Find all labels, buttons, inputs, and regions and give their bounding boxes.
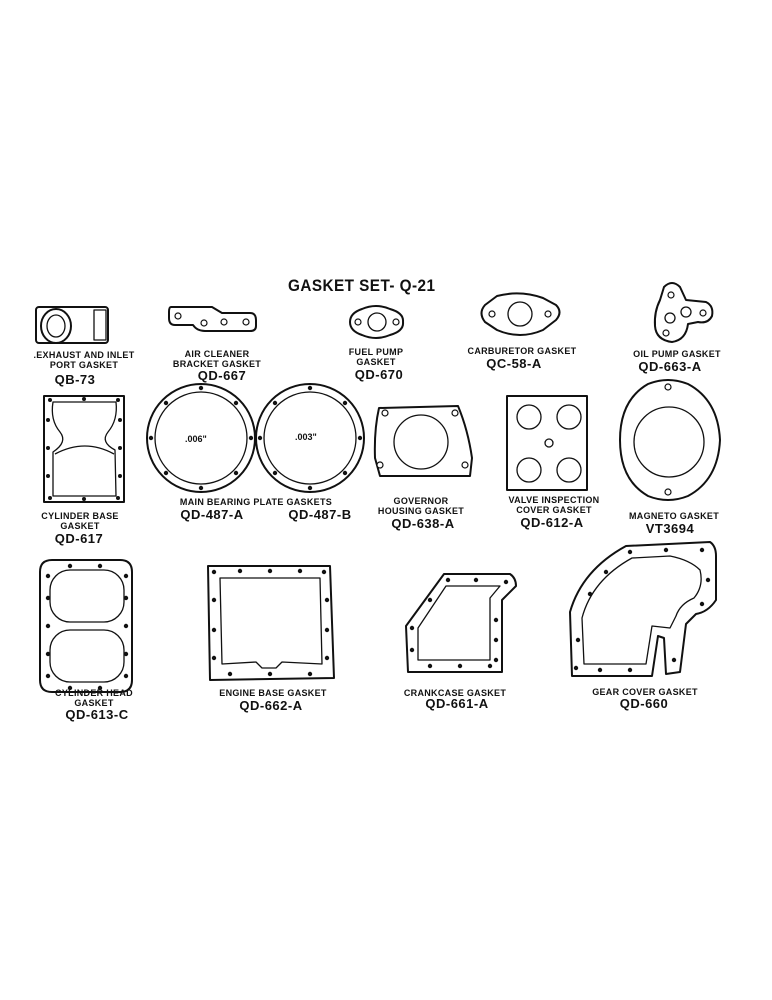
cylinder-base-label-line-2: GASKET [60, 521, 100, 531]
main-bearing-label: MAIN BEARING PLATE GASKETS [166, 497, 346, 507]
carburetor-label-line-1: CARBURETOR GASKET [467, 346, 577, 356]
fuel-pump-part-number: QD-670 [354, 367, 404, 382]
governor-label-line-1: GOVERNOR [393, 496, 449, 506]
carburetor-label: CARBURETOR GASKET [460, 346, 584, 356]
main-bearing-part-number-a: QD-487-A [180, 507, 244, 522]
cylinder-head-gasket [39, 559, 133, 693]
fuel-pump-label-line-2: GASKET [356, 357, 396, 367]
diagram-title: GASKET SET- Q-21 [288, 276, 436, 295]
thickness-label-a: .006" [185, 434, 207, 444]
gear-cover-label: GEAR COVER GASKET [580, 687, 710, 697]
air-cleaner-label: AIR CLEANER BRACKET GASKET [162, 349, 272, 369]
crankcase-label-line-1: CRANKCASE GASKET [403, 688, 507, 698]
air-cleaner-part-number: QD-667 [197, 368, 247, 383]
valve-inspection-label: VALVE INSPECTION COVER GASKET [496, 495, 612, 515]
main-bearing-label-line-1: MAIN BEARING PLATE GASKETS [179, 497, 333, 507]
air-cleaner-bracket-gasket [168, 306, 257, 332]
gear-cover-part-number: QD-660 [619, 696, 669, 711]
main-bearing-part-number-b: QD-487-B [288, 507, 352, 522]
exhaust-inlet-port-gasket [35, 306, 109, 344]
gear-cover-gasket [569, 541, 717, 677]
governor-label-line-2: HOUSING GASKET [377, 506, 465, 516]
governor-housing-gasket [373, 405, 473, 477]
cylinder-head-label-line-1: CYLINDER HEAD [55, 688, 133, 698]
valve-inspection-part-number: QD-612-A [520, 515, 584, 530]
gear-cover-label-line-1: GEAR COVER GASKET [592, 687, 698, 697]
crankcase-label: CRANKCASE GASKET [392, 688, 518, 698]
valve-inspection-cover-gasket [506, 395, 588, 491]
fuel-pump-label: FUEL PUMP GASKET [338, 347, 414, 367]
governor-label: GOVERNOR HOUSING GASKET [366, 496, 476, 516]
magneto-label-line-1: MAGNETO GASKET [628, 511, 720, 521]
oil-pump-gasket [653, 282, 714, 343]
cylinder-base-part-number: QD-617 [54, 531, 104, 546]
crankcase-gasket [405, 573, 517, 673]
exhaust-label: .EXHAUST AND INLET PORT GASKET [28, 350, 140, 370]
cylinder-base-label: CYLINDER BASE GASKET [30, 511, 130, 531]
fuel-pump-label-line-1: FUEL PUMP [348, 347, 404, 357]
engine-base-part-number: QD-662-A [239, 698, 303, 713]
engine-base-label: ENGINE BASE GASKET [198, 688, 348, 698]
exhaust-label-line-1: .EXHAUST AND INLET [33, 350, 135, 360]
oil-pump-label-line-1: OIL PUMP GASKET [633, 349, 721, 359]
air-cleaner-label-line-1: AIR CLEANER [184, 349, 250, 359]
carburetor-part-number: QC-58-A [486, 356, 542, 371]
magneto-gasket [619, 379, 721, 501]
carburetor-gasket [480, 292, 561, 336]
valve-inspection-label-line-2: COVER GASKET [516, 505, 592, 515]
engine-base-gasket [207, 565, 335, 681]
crankcase-part-number: QD-661-A [425, 696, 489, 711]
main-bearing-plate-gasket-a: .006" [146, 383, 256, 493]
cylinder-head-label: CYLINDER HEAD GASKET [44, 688, 144, 708]
cylinder-base-label-line-1: CYLINDER BASE [41, 511, 119, 521]
main-bearing-plate-gasket-b: .003" [255, 383, 365, 493]
air-cleaner-label-line-2: BRACKET GASKET [172, 359, 262, 369]
thickness-label-b: .003" [295, 432, 317, 442]
governor-part-number: QD-638-A [391, 516, 455, 531]
magneto-label: MAGNETO GASKET [622, 511, 726, 521]
cylinder-head-label-line-2: GASKET [74, 698, 114, 708]
oil-pump-part-number: QD-663-A [638, 359, 702, 374]
exhaust-label-line-2: PORT GASKET [49, 360, 119, 370]
cylinder-head-part-number: QD-613-C [65, 707, 129, 722]
oil-pump-label: OIL PUMP GASKET [620, 349, 734, 359]
magneto-part-number: VT3694 [645, 521, 695, 536]
fuel-pump-gasket [349, 305, 405, 339]
valve-inspection-label-line-1: VALVE INSPECTION [508, 495, 600, 505]
engine-base-label-line-1: ENGINE BASE GASKET [219, 688, 327, 698]
cylinder-base-gasket [43, 395, 125, 503]
exhaust-part-number: QB-73 [54, 372, 96, 387]
